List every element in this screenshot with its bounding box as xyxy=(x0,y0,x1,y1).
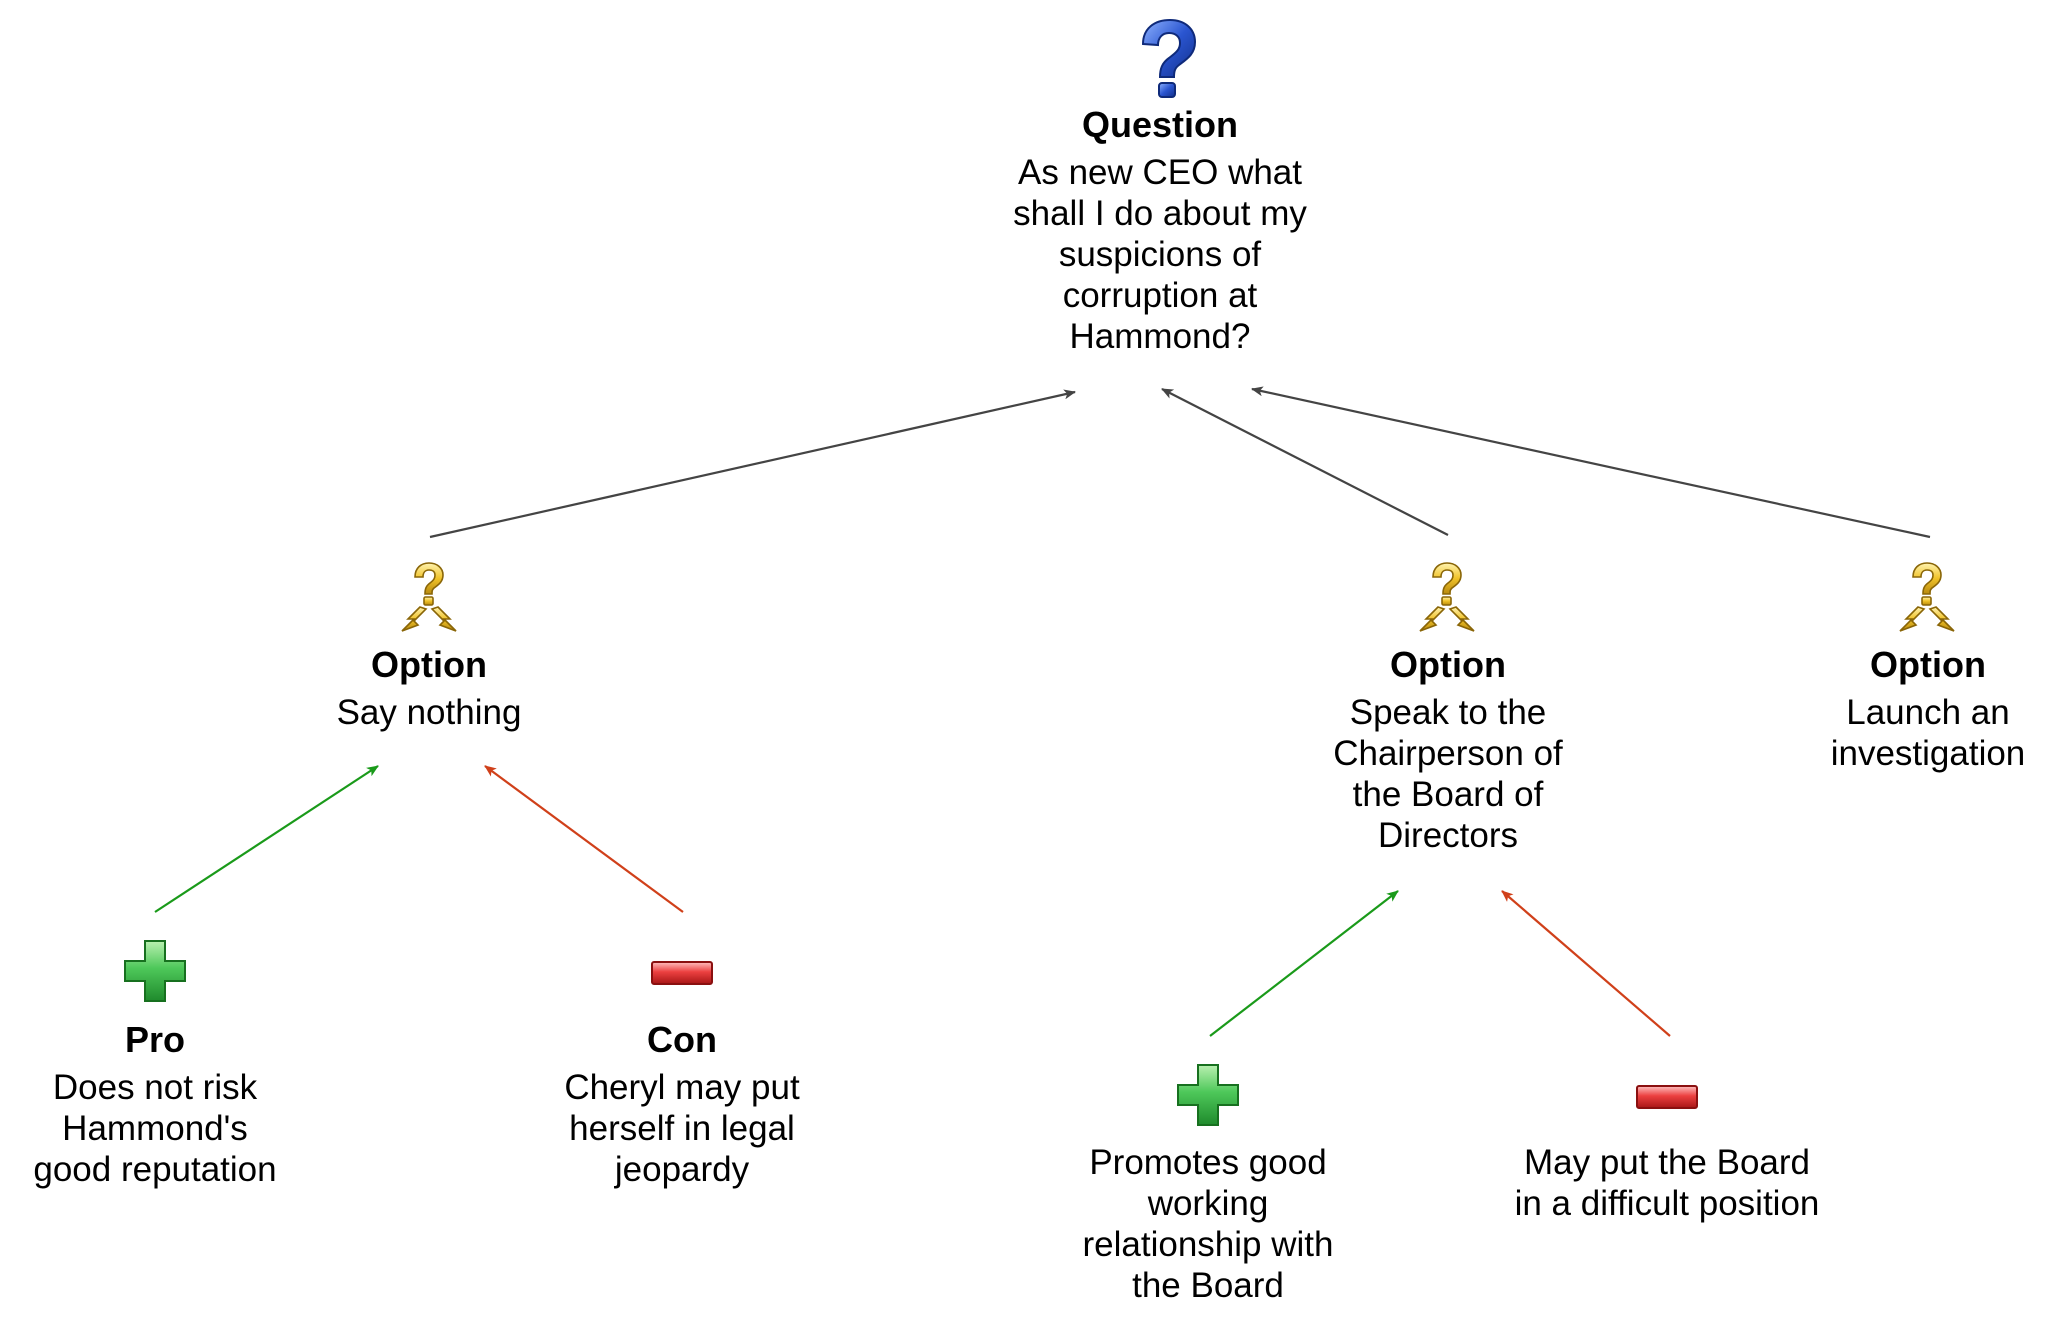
minus-icon xyxy=(1636,1085,1698,1109)
link-option-investigation-to-question xyxy=(1251,386,1931,539)
option-fork-icon xyxy=(1899,562,1955,632)
question-node[interactable]: Question As new CEO what shall I do abou… xyxy=(960,104,1360,357)
node-type-label: Pro xyxy=(124,1019,185,1060)
link-option-chairperson-to-question xyxy=(1161,388,1449,536)
link-con-to-say-nothing xyxy=(484,765,684,913)
option-fork-icon xyxy=(401,562,457,632)
node-text: Does not risk Hammond's good reputation xyxy=(33,1068,277,1189)
link-con-to-chairperson xyxy=(1501,890,1671,1037)
plus-icon xyxy=(124,940,186,1002)
node-text: As new CEO what shall I do about my susp… xyxy=(1013,153,1307,356)
question-mark-icon xyxy=(1141,18,1197,98)
con-node-legal-jeopardy[interactable]: Con Cheryl may put herself in legal jeop… xyxy=(532,1019,832,1190)
option-node-launch-investigation[interactable]: Option Launch an investigation xyxy=(1788,644,2048,774)
pro-node-working-relationship[interactable]: Promotes good working relationship with … xyxy=(1058,1142,1358,1306)
node-text: Speak to the Chairperson of the Board of… xyxy=(1333,693,1563,855)
plus-icon xyxy=(1177,1064,1239,1126)
node-text: Cheryl may put herself in legal jeopardy xyxy=(564,1068,800,1189)
node-type-label: Option xyxy=(1870,644,1986,685)
node-text: Launch an investigation xyxy=(1830,693,2026,773)
node-type-label: Option xyxy=(371,644,487,685)
link-pro-to-say-nothing xyxy=(154,765,379,913)
option-fork-icon xyxy=(1419,562,1475,632)
option-node-speak-to-chairperson[interactable]: Option Speak to the Chairperson of the B… xyxy=(1278,644,1618,856)
option-node-say-nothing[interactable]: Option Say nothing xyxy=(259,644,599,733)
minus-icon xyxy=(651,961,713,985)
node-text: Promotes good working relationship with … xyxy=(1082,1143,1334,1305)
link-pro-to-chairperson xyxy=(1209,890,1399,1037)
con-node-difficult-position[interactable]: May put the Board in a difficult positio… xyxy=(1487,1142,1847,1224)
node-type-label: Con xyxy=(647,1019,717,1060)
node-text: Say nothing xyxy=(336,693,522,732)
node-type-label: Option xyxy=(1390,644,1506,685)
node-text: May put the Board in a difficult positio… xyxy=(1514,1143,1820,1223)
node-type-label: Question xyxy=(1081,104,1238,145)
pro-node-reputation[interactable]: Pro Does not risk Hammond's good reputat… xyxy=(5,1019,305,1190)
link-option-say-nothing-to-question xyxy=(429,389,1076,539)
